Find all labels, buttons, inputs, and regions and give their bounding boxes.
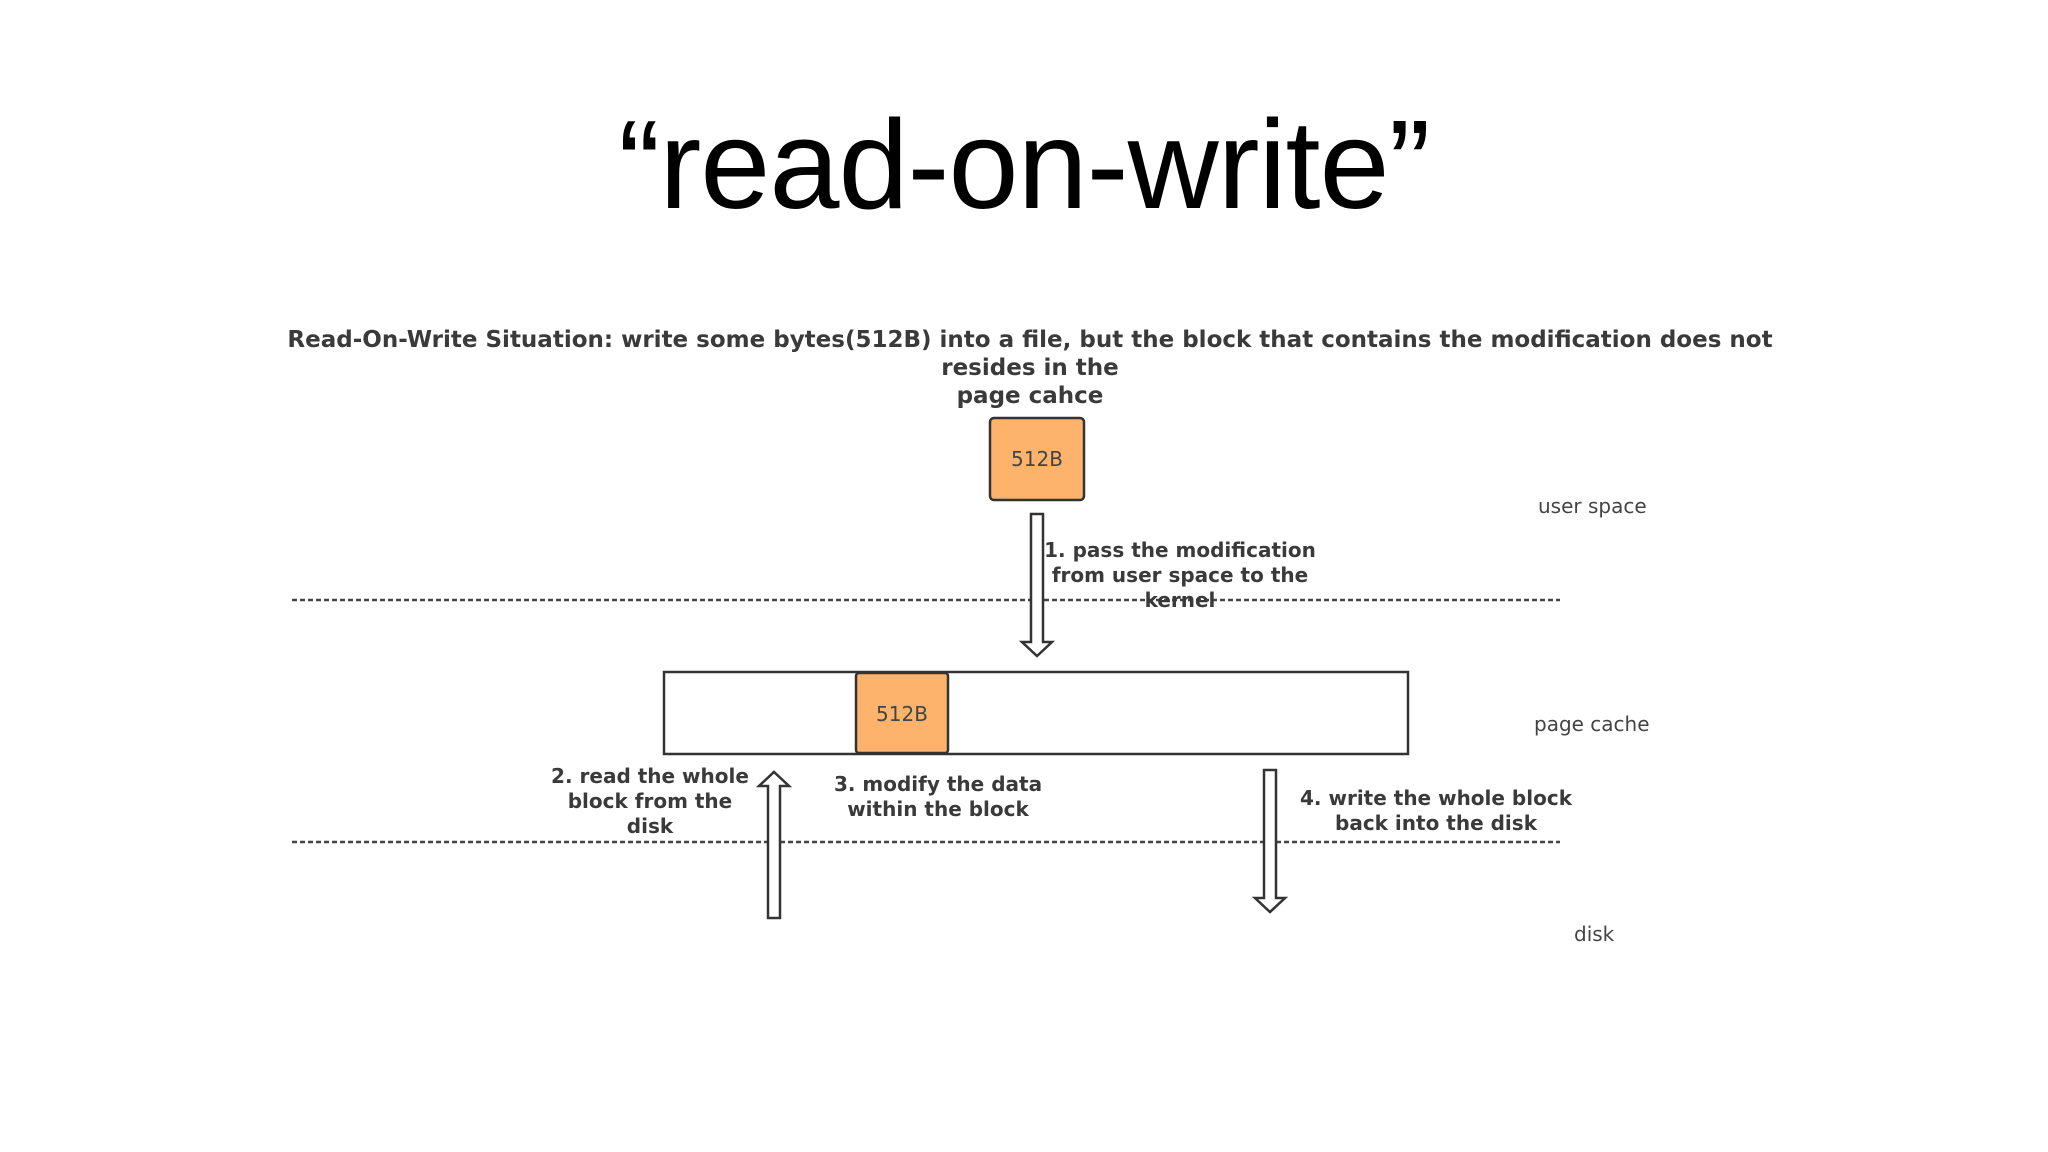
cache-block-label: 512B	[876, 702, 928, 726]
user-block-label: 512B	[1011, 447, 1063, 471]
step1-line-2: from user space to the	[1051, 563, 1309, 587]
region-label-disk: disk	[1574, 922, 1615, 946]
diagram-title: Read-On-Write Situation: write some byte…	[260, 326, 1800, 410]
step4-label: 4. write the whole block back into the d…	[1286, 786, 1586, 836]
diagram-title-line-1: Read-On-Write Situation: write some byte…	[287, 327, 1773, 381]
step4-line-1: 4. write the whole block	[1300, 786, 1572, 810]
region-label-user-space: user space	[1538, 494, 1647, 518]
step2-line-1: 2. read the whole	[551, 764, 749, 788]
step3-line-1: 3. modify the data	[833, 772, 1043, 796]
step2-line-3: disk	[626, 814, 674, 838]
step1-line-3: kernel	[1144, 588, 1216, 612]
user-space-block: 512B	[988, 416, 1086, 502]
step2-label: 2. read the whole block from the disk	[540, 764, 760, 839]
cache-modified-chunk: 512B	[854, 671, 950, 755]
step4-line-2: back into the disk	[1335, 811, 1537, 835]
diagram-title-line-2: page cahce	[956, 383, 1104, 409]
arrow-down-step1	[1018, 512, 1056, 658]
arrow-down-step4	[1251, 768, 1289, 914]
page-cache-block	[662, 670, 1410, 756]
step3-label: 3. modify the data within the block	[818, 772, 1058, 822]
arrow-up-step2	[755, 770, 793, 920]
step3-line-2: within the block	[847, 797, 1029, 821]
step1-label: 1. pass the modification from user space…	[1030, 538, 1330, 613]
region-label-page-cache: page cache	[1534, 712, 1650, 736]
step1-line-1: 1. pass the modification	[1044, 538, 1316, 562]
slide-title: “read-on-write”	[618, 94, 1430, 235]
step2-line-2: block from the	[567, 789, 733, 813]
